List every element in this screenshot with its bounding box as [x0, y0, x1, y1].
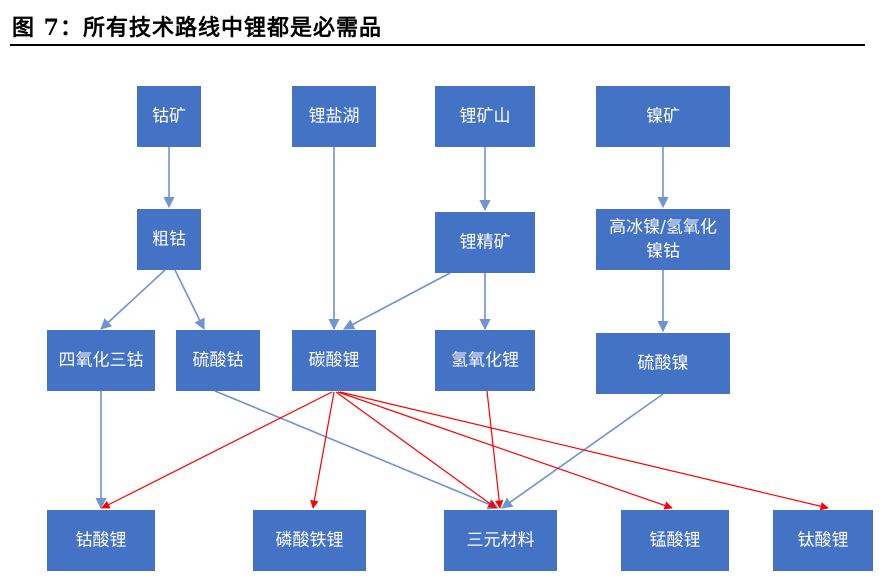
arrow-lithium-concentrate-to-lithium-carbonate: [343, 272, 451, 330]
node-lithium-ore-mountain: 锂矿山: [435, 86, 535, 147]
node-lithium-cobalt-oxide: 钴酸锂: [47, 510, 155, 571]
node-box: [47, 330, 155, 391]
arrow-lithium-carbonate-to-lithium-iron-phosphate: [310, 391, 335, 509]
arrow-lithium-carbonate-to-lithium-titanate: [339, 391, 829, 511]
node-label: 钛酸锂: [798, 531, 849, 551]
node-lithium-iron-phosphate: 磷酸铁锂: [253, 510, 366, 571]
node-lithium-salt-lake: 锂盐湖: [292, 86, 376, 147]
node-label: 镍矿: [646, 107, 680, 127]
node-box: [773, 510, 873, 571]
edges-layer: [95, 147, 829, 511]
node-label: 钴矿: [152, 107, 186, 127]
figure-title: 图 7：所有技术路线中锂都是必需品: [12, 15, 382, 41]
node-label: 硫酸镍: [638, 354, 689, 374]
arrow-crude-cobalt-to-cobalt-tetroxide: [100, 269, 166, 330]
node-box: [435, 212, 535, 273]
node-box: [444, 510, 557, 571]
arrow-lithium-carbonate-to-ternary-materials: [335, 391, 497, 509]
node-label: 锂盐湖: [309, 107, 360, 127]
arrow-lithium-carbonate-to-lithium-cobalt-oxide: [101, 391, 333, 509]
node-crude-cobalt: 粗钴: [137, 209, 201, 270]
node-box: [596, 333, 730, 394]
arrow-nickel-sulfate-to-ternary-materials: [501, 393, 664, 509]
node-lithium-concentrate: 锂精矿: [435, 212, 535, 273]
node-ternary-materials: 三元材料: [444, 510, 557, 571]
node-box: [137, 86, 201, 147]
arrow-lithium-hydroxide-to-ternary-materials: [486, 390, 504, 509]
node-label: 磷酸铁锂: [276, 531, 344, 551]
node-box: [596, 86, 730, 147]
node-box: [253, 510, 366, 571]
node-label: 锰酸锂: [650, 531, 701, 551]
node-label: 钴酸锂: [76, 531, 127, 551]
node-cobalt-tetroxide: 四氧化三钴: [47, 330, 155, 391]
node-lithium-hydroxide: 氢氧化锂: [435, 330, 535, 391]
node-nickel-sulfate: 硫酸镍: [596, 333, 730, 394]
node-lithium-carbonate: 碳酸锂: [292, 330, 376, 391]
node-box: [176, 330, 260, 391]
node-box: [435, 86, 535, 147]
node-label: 硫酸钴: [193, 351, 244, 371]
node-label: 高冰镍/氢氧化镍钴: [609, 218, 717, 262]
title-divider: [10, 44, 865, 46]
node-label: 三元材料: [467, 531, 535, 551]
node-label: 四氧化三钴: [59, 351, 144, 371]
node-box: [292, 86, 376, 147]
node-box: [137, 209, 201, 270]
node-box: [435, 330, 535, 391]
node-box: [621, 510, 729, 571]
node-lithium-manganate: 锰酸锂: [621, 510, 729, 571]
node-label: 碳酸锂: [309, 351, 360, 371]
node-lithium-titanate: 钛酸锂: [773, 510, 873, 571]
node-label: 氢氧化锂: [451, 351, 519, 371]
arrow-cobalt-sulfate-to-ternary-materials: [214, 390, 500, 510]
node-nickel-matte: 高冰镍/氢氧化镍钴: [596, 209, 730, 270]
node-label: 粗钴: [152, 230, 186, 250]
node-box: [47, 510, 155, 571]
arrow-lithium-carbonate-to-lithium-manganate: [337, 391, 673, 510]
node-box: [596, 209, 730, 270]
node-nickel-ore: 镍矿: [596, 86, 730, 147]
node-label: 锂精矿: [460, 233, 511, 253]
node-cobalt-ore: 钴矿: [137, 86, 201, 147]
node-label: 锂矿山: [460, 107, 511, 127]
node-cobalt-sulfate: 硫酸钴: [176, 330, 260, 391]
node-box: [292, 330, 376, 391]
arrow-crude-cobalt-to-cobalt-sulfate: [174, 269, 205, 331]
